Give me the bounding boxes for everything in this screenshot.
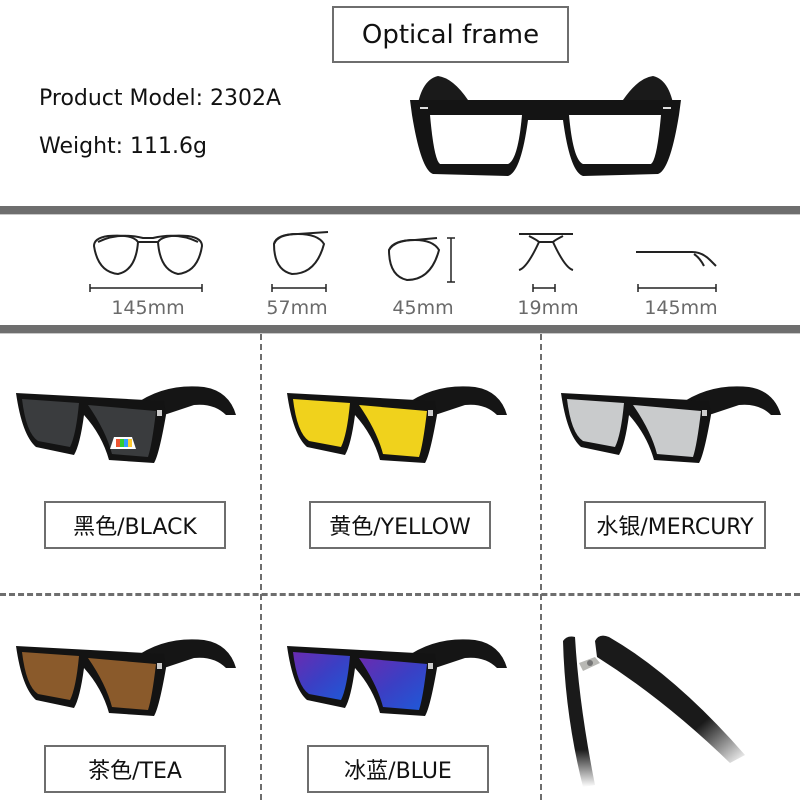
measurement-temple-length: 145mm <box>644 297 718 319</box>
sunglasses-yellow-image <box>285 375 510 475</box>
product-model: Product Model: 2302A <box>39 86 282 111</box>
lens-height-icon <box>385 234 460 286</box>
sunglasses-blue-image <box>285 628 510 728</box>
sunglasses-mercury-image <box>559 375 784 475</box>
divider-middle <box>0 325 800 334</box>
product-weight: Weight: 111.6g <box>39 134 207 159</box>
sunglasses-tea-image <box>14 628 239 728</box>
polarized-badge-icon <box>110 437 136 449</box>
lens-width-icon <box>268 230 332 292</box>
variant-label-black: 黑色/BLACK <box>44 501 226 549</box>
hinge-closeup-image <box>555 615 795 800</box>
variant-label-mercury: 水银/MERCURY <box>584 501 766 549</box>
page-title: Optical frame <box>332 6 569 63</box>
variant-label-yellow: 黄色/YELLOW <box>309 501 491 549</box>
temple-length-icon <box>636 248 720 292</box>
bridge-width-icon <box>517 232 575 292</box>
variant-label-blue: 冰蓝/BLUE <box>307 745 489 793</box>
measurement-lens-height: 45mm <box>392 297 454 319</box>
optical-frame-image <box>408 70 683 180</box>
measurement-lens-width: 57mm <box>266 297 328 319</box>
frame-width-icon <box>88 230 208 292</box>
grid-line-vertical-2 <box>540 334 542 800</box>
grid-line-horizontal <box>0 593 800 596</box>
variant-label-tea: 茶色/TEA <box>44 745 226 793</box>
sunglasses-black-image <box>14 375 239 475</box>
measurement-bridge-width: 19mm <box>517 297 579 319</box>
grid-line-vertical-1 <box>260 334 262 800</box>
measurement-total-width: 145mm <box>111 297 185 319</box>
divider-top <box>0 206 800 215</box>
